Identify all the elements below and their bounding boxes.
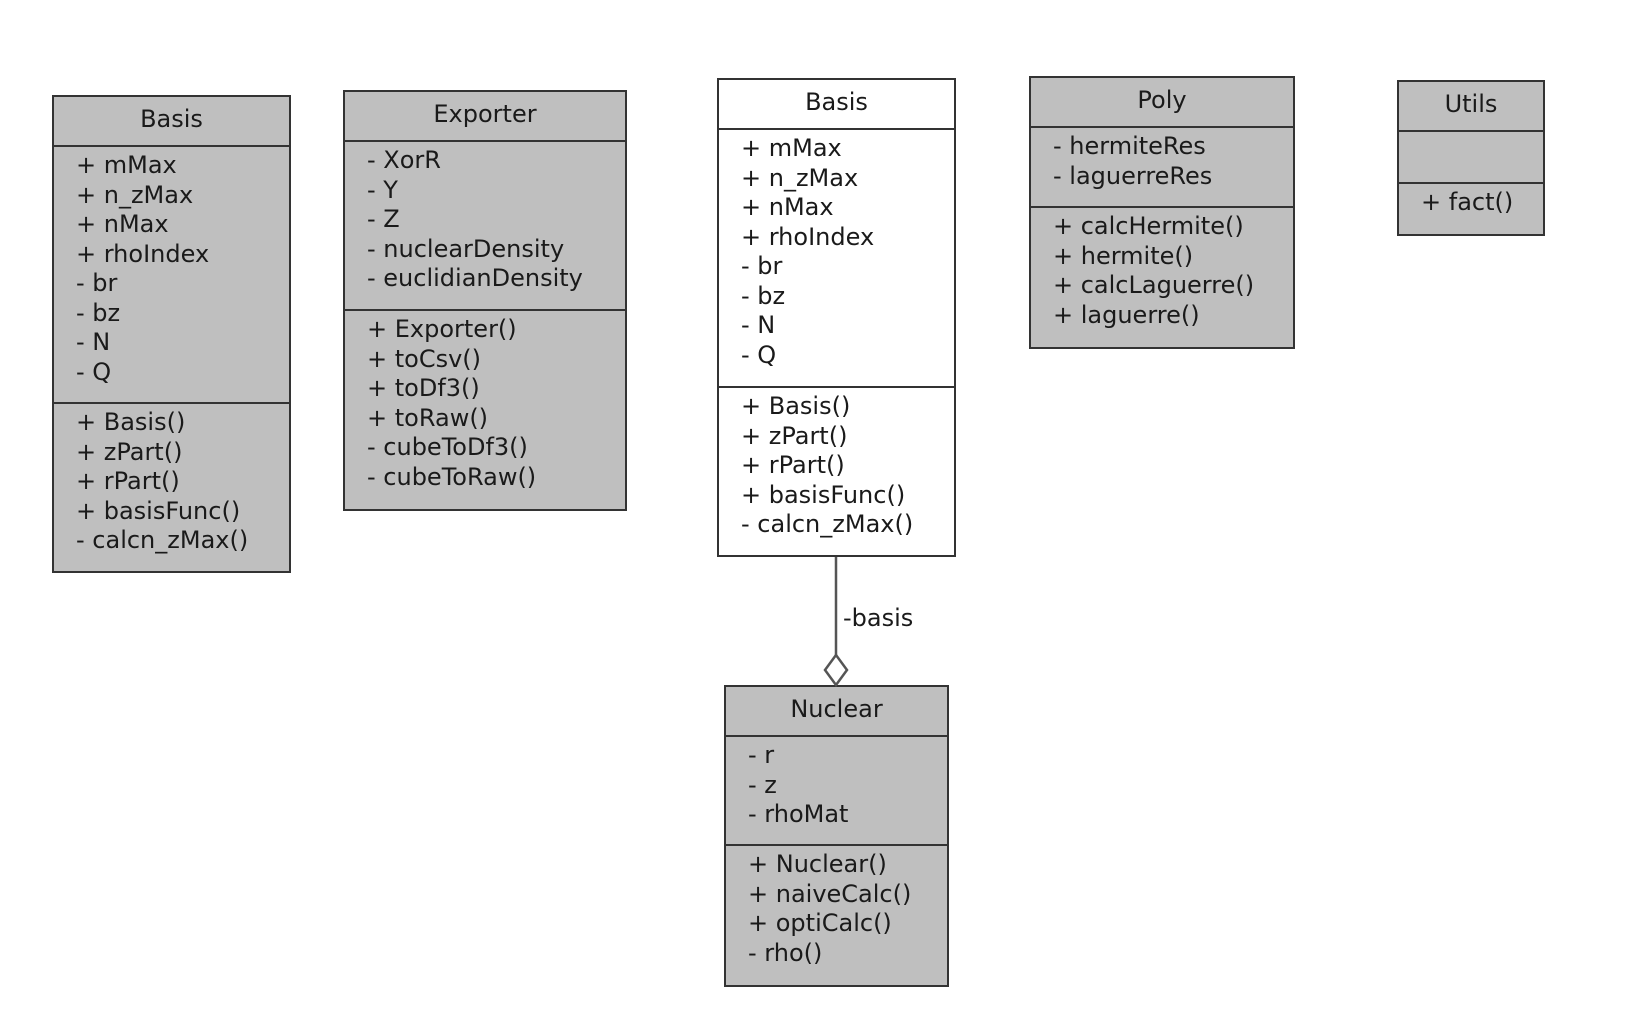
class-title: Utils xyxy=(1399,82,1543,132)
aggregation-diamond-icon xyxy=(823,652,849,688)
class-title: Nuclear xyxy=(726,687,947,737)
attribute: - nuclearDensity xyxy=(367,234,565,263)
class-poly[interactable]: Poly - hermiteRes - laguerreRes + calcHe… xyxy=(1029,76,1295,349)
method: + toRaw() xyxy=(367,403,489,432)
relation-label: -basis xyxy=(843,604,914,632)
attribute: - bz xyxy=(741,281,786,310)
attribute: - XorR xyxy=(367,146,441,174)
method: - calcn_zMax() xyxy=(741,510,914,538)
class-exporter[interactable]: Exporter - XorR - Y - Z - nuclearDensity… xyxy=(343,90,627,511)
attributes-section: + mMax + n_zMax + nMax + rhoIndex - br -… xyxy=(719,130,954,388)
method: - cubeToRaw() xyxy=(367,462,537,491)
attribute: - Q xyxy=(741,340,777,369)
method: + Exporter() xyxy=(367,315,517,343)
attribute: - br xyxy=(76,269,118,297)
method: + optiCalc() xyxy=(748,909,892,937)
attributes-section: - r - z - rhoMat xyxy=(726,737,947,846)
attributes-section: + mMax + n_zMax + nMax + rhoIndex - br -… xyxy=(54,147,289,404)
attribute: + rhoIndex xyxy=(76,239,210,268)
method: + basisFunc() xyxy=(76,496,241,525)
attribute: + n_zMax xyxy=(741,163,859,192)
methods-section: + Exporter() + toCsv() + toDf3() + toRaw… xyxy=(345,311,625,496)
attribute: - hermiteRes xyxy=(1053,132,1206,160)
method: + naiveCalc() xyxy=(748,879,912,908)
method: + calcHermite() xyxy=(1053,212,1244,240)
method: + Basis() xyxy=(741,392,851,420)
method: + toDf3() xyxy=(367,374,480,402)
attributes-section: - XorR - Y - Z - nuclearDensity - euclid… xyxy=(345,142,625,311)
attribute: - N xyxy=(76,328,111,356)
method: - rho() xyxy=(748,938,823,967)
method: + hermite() xyxy=(1053,241,1194,270)
attributes-section xyxy=(1399,132,1543,184)
class-title: Basis xyxy=(54,97,289,147)
attribute: + mMax xyxy=(741,134,842,162)
class-title: Basis xyxy=(719,80,954,130)
methods-section: + Basis() + zPart() + rPart() + basisFun… xyxy=(54,404,289,560)
method: + zPart() xyxy=(741,421,848,450)
methods-section: + calcHermite() + hermite() + calcLaguer… xyxy=(1031,208,1293,334)
attribute: - r xyxy=(748,741,775,769)
method: + rPart() xyxy=(76,467,180,495)
attribute: - z xyxy=(748,770,777,799)
attribute: + nMax xyxy=(741,193,834,221)
method: + Nuclear() xyxy=(748,850,887,878)
attribute: - euclidianDensity xyxy=(367,264,583,292)
class-nuclear[interactable]: Nuclear - r - z - rhoMat + Nuclear() + n… xyxy=(724,685,949,987)
attribute: - Z xyxy=(367,205,400,233)
method: + fact() xyxy=(1421,188,1514,216)
attribute: - br xyxy=(741,252,783,280)
class-title: Exporter xyxy=(345,92,625,142)
method: + toCsv() xyxy=(367,344,482,373)
method: + calcLaguerre() xyxy=(1053,271,1255,299)
class-utils[interactable]: Utils + fact() xyxy=(1397,80,1545,236)
methods-section: + Nuclear() + naiveCalc() + optiCalc() -… xyxy=(726,846,947,972)
method: + Basis() xyxy=(76,408,186,436)
attribute: - laguerreRes xyxy=(1053,161,1213,190)
methods-section: + fact() xyxy=(1399,184,1543,222)
attributes-section: - hermiteRes - laguerreRes xyxy=(1031,128,1293,208)
attribute: + nMax xyxy=(76,210,169,238)
attribute: + n_zMax xyxy=(76,180,194,209)
attribute: - N xyxy=(741,311,776,339)
attribute: + mMax xyxy=(76,151,177,179)
methods-section: + Basis() + zPart() + rPart() + basisFun… xyxy=(719,388,954,544)
method: + rPart() xyxy=(741,451,845,479)
class-basis[interactable]: Basis + mMax + n_zMax + nMax + rhoIndex … xyxy=(52,95,291,573)
method: + laguerre() xyxy=(1053,300,1200,329)
attribute: - Q xyxy=(76,357,112,386)
class-basis-highlighted[interactable]: Basis + mMax + n_zMax + nMax + rhoIndex … xyxy=(717,78,956,557)
attribute: - Y xyxy=(367,175,398,204)
method: - cubeToDf3() xyxy=(367,433,528,461)
method: - calcn_zMax() xyxy=(76,526,249,554)
attribute: - bz xyxy=(76,298,121,327)
method: + basisFunc() xyxy=(741,480,906,509)
attribute: + rhoIndex xyxy=(741,222,875,251)
class-title: Poly xyxy=(1031,78,1293,128)
attribute: - rhoMat xyxy=(748,800,849,828)
method: + zPart() xyxy=(76,437,183,466)
